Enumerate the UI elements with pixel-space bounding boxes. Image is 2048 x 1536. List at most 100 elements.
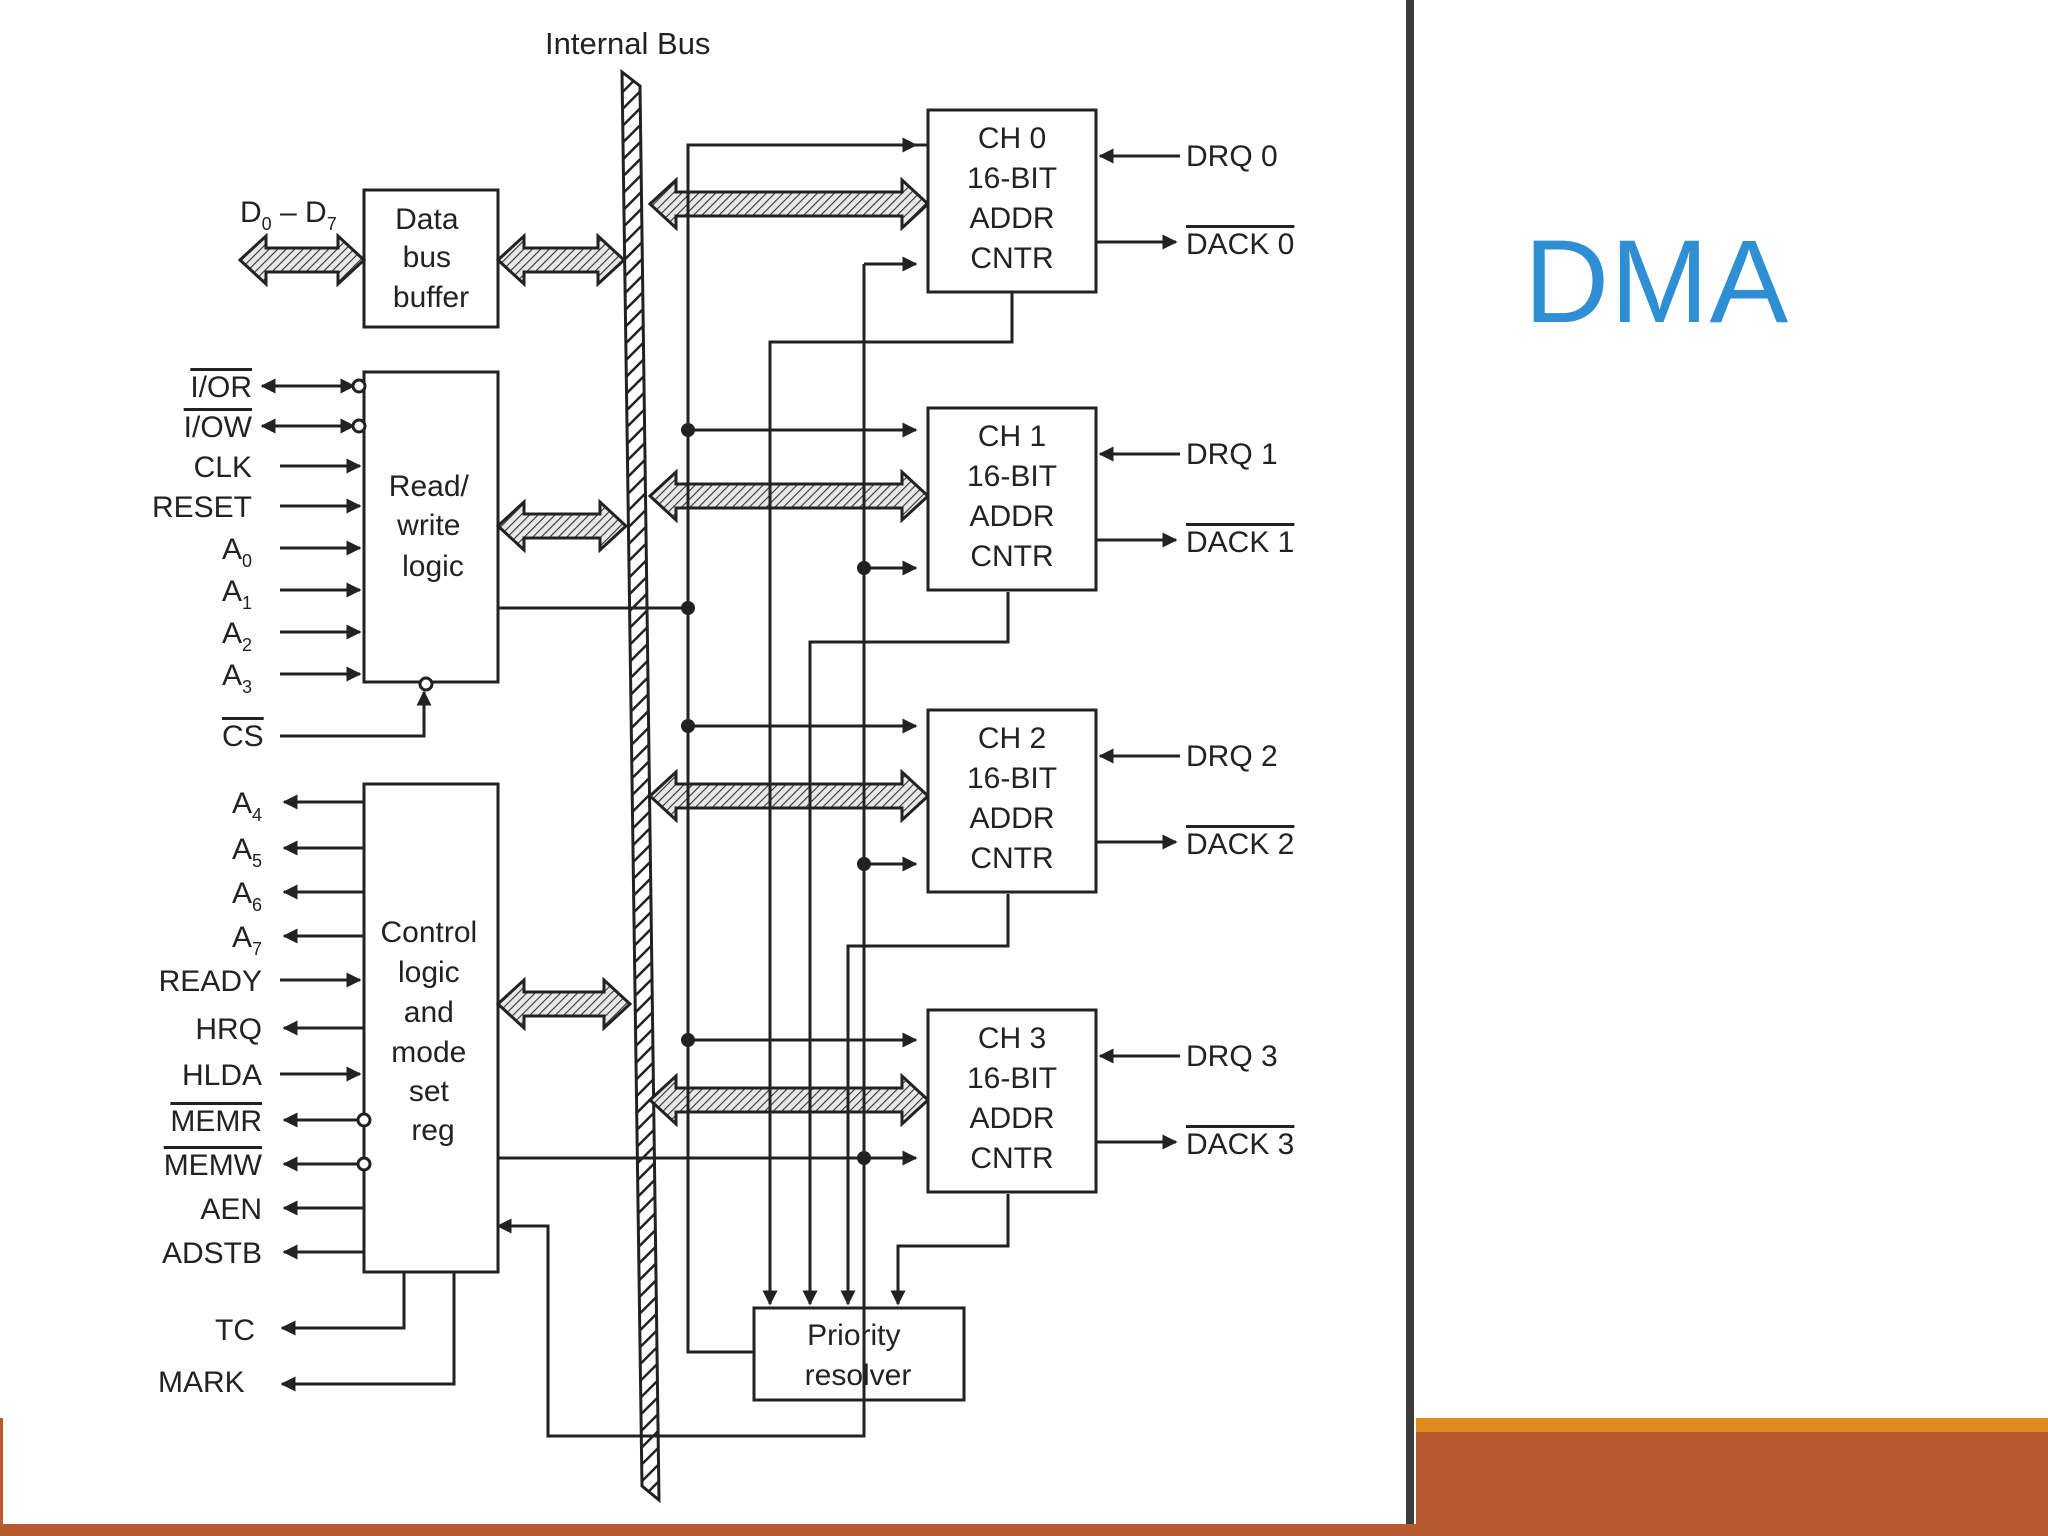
channel-3-bus-arrow	[647, 1072, 931, 1128]
signal-label-adstb: ADSTB	[162, 1237, 262, 1270]
channel-0-line: CH 0	[978, 122, 1046, 155]
channel-3-block	[926, 1008, 1098, 1194]
drq-2-label: DRQ 2	[1186, 740, 1278, 773]
priority-line: Priority	[807, 1319, 900, 1352]
channel-2-line: 16-BIT	[967, 762, 1057, 795]
channel-1-bus-arrow	[647, 468, 931, 524]
signal-label-aen: AEN	[200, 1193, 262, 1226]
slide-divider	[1406, 0, 1414, 1524]
channel-1-block	[926, 406, 1098, 592]
rw-logic-line: Read/	[389, 470, 470, 503]
control-bus-arrow	[495, 976, 633, 1032]
signal-label-reset: RESET	[152, 491, 252, 524]
data-bus-external-arrow	[237, 232, 367, 288]
cs-label: CS	[222, 720, 264, 753]
bus-double-arrows	[237, 176, 931, 1128]
channel-0-line: ADDR	[969, 202, 1054, 235]
internal-bus-title: Internal Bus	[545, 26, 710, 61]
data-buffer-bus-arrow	[495, 232, 627, 288]
svg-text:Control logic and: Control logic and mode set reg	[380, 916, 485, 1147]
dack-3-label: DACK 3	[1186, 1128, 1294, 1161]
internal-wiring	[496, 137, 1014, 1438]
signal-label-ready: READY	[159, 965, 262, 998]
active-low-bubble	[351, 378, 367, 394]
signal-label-a3: A3	[222, 659, 252, 697]
tc-label: TC	[215, 1314, 255, 1347]
channel-1-line: CNTR	[970, 540, 1053, 573]
priority-line: resolver	[805, 1359, 912, 1392]
tc-wire	[280, 1272, 406, 1336]
data-buffer-line: buffer	[393, 281, 469, 314]
priority-resolver-block	[752, 1306, 966, 1402]
channel-0-line: CNTR	[970, 242, 1053, 275]
channel-0-block	[926, 108, 1098, 294]
channel-3-line: CH 3	[978, 1022, 1046, 1055]
slide-title: DMA	[1524, 216, 1790, 348]
data-buffer-line: bus	[403, 241, 451, 274]
rw-logic-bus-arrow	[495, 498, 629, 554]
control-line: set	[409, 1075, 450, 1108]
control-line: logic	[398, 956, 460, 989]
mark-wire	[280, 1272, 456, 1392]
rw-logic-line: logic	[402, 550, 464, 583]
signal-label-memw: MEMW	[164, 1149, 263, 1182]
footer-bottom-bar	[0, 1524, 1416, 1536]
control-line: mode	[391, 1036, 466, 1069]
signal-label-hrq: HRQ	[195, 1013, 262, 1046]
channel-2-block	[926, 708, 1098, 894]
internal-bus	[620, 68, 661, 1504]
dack-0-label: DACK 0	[1186, 228, 1294, 261]
signal-label-a6: A6	[232, 877, 262, 915]
rw-logic-line: write	[396, 509, 460, 542]
junction-dots	[681, 423, 871, 1165]
dack-1-label: DACK 1	[1186, 526, 1294, 559]
signal-label-a2: A2	[222, 617, 252, 655]
signal-label-ior: I/OR	[190, 371, 252, 404]
svg-text:Data bus buffer: Data bus buffer	[393, 203, 469, 314]
channel-0-line: 16-BIT	[967, 162, 1057, 195]
channel-3-line: 16-BIT	[967, 1062, 1057, 1095]
signal-label-a4: A4	[232, 787, 262, 825]
channel-2-bus-arrow	[647, 768, 931, 824]
channel-2-line: CNTR	[970, 842, 1053, 875]
active-low-bubble	[356, 1156, 372, 1172]
drq-1-label: DRQ 1	[1186, 438, 1278, 471]
channel-2-line: CH 2	[978, 722, 1046, 755]
dack-2-label: DACK 2	[1186, 828, 1294, 861]
cs-wire	[280, 690, 432, 738]
svg-text:Priority resolver: Priority resolver	[805, 1319, 912, 1392]
signal-label-a5: A5	[232, 833, 262, 871]
signal-label-iow: I/OW	[184, 411, 253, 444]
svg-text:Read/ write logic: Read/ write logic	[389, 470, 477, 583]
signal-label-hlda: HLDA	[182, 1059, 262, 1092]
signal-label-a0: A0	[222, 533, 252, 571]
signal-label-a1: A1	[222, 575, 252, 613]
channel-1-line: ADDR	[969, 500, 1054, 533]
drq-0-label: DRQ 0	[1186, 140, 1278, 173]
active-low-bubble	[356, 1112, 372, 1128]
data-buffer-line: Data	[395, 203, 459, 236]
mark-label: MARK	[158, 1366, 245, 1399]
data-bus-buffer-block	[362, 188, 500, 329]
signal-label-clk: CLK	[194, 451, 252, 484]
channel-3-line: CNTR	[970, 1142, 1053, 1175]
footer-accent-bar	[1416, 1418, 2048, 1432]
read-write-logic-block	[362, 370, 500, 684]
signal-label-memr: MEMR	[170, 1105, 262, 1138]
active-low-bubble	[351, 418, 367, 434]
channel-1-line: 16-BIT	[967, 460, 1057, 493]
channel-3-line: ADDR	[969, 1102, 1054, 1135]
footer-bar	[1416, 1432, 2048, 1536]
cs-bubble	[418, 676, 434, 692]
channel-2-line: ADDR	[969, 802, 1054, 835]
control-line: Control	[380, 916, 477, 949]
control-line: and	[404, 996, 454, 1029]
footer-left-mark	[0, 1418, 3, 1524]
signal-label-a7: A7	[232, 921, 262, 959]
drq-3-label: DRQ 3	[1186, 1040, 1278, 1073]
channel-0-bus-arrow	[647, 176, 931, 232]
data-bus-label: D0 – D7	[240, 196, 337, 234]
